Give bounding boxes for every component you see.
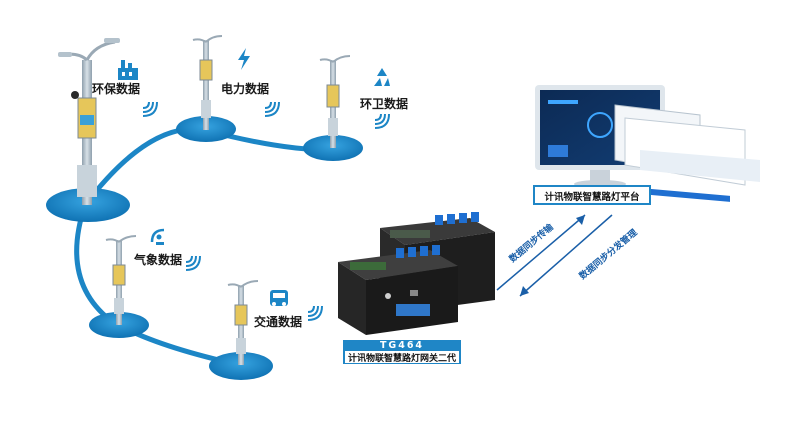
disc-traffic xyxy=(209,352,273,380)
gateway-model: TG464 xyxy=(379,340,425,351)
network-arc-left xyxy=(74,204,241,368)
label-environment: 环保数据 xyxy=(92,82,141,96)
label-weather: 气象数据 xyxy=(134,253,183,267)
upstream-arrow xyxy=(496,214,586,291)
label-traffic: 交通数据 xyxy=(254,315,303,329)
recycle-icon xyxy=(374,68,390,86)
gateway-caption-inner xyxy=(345,351,459,363)
signal-icon xyxy=(185,255,201,271)
signal-icon xyxy=(142,101,158,117)
signal-icon xyxy=(307,305,323,321)
downstream-arrow xyxy=(519,214,613,297)
label-power: 电力数据 xyxy=(221,82,270,96)
platform-name: 计讯物联智慧路灯平台 xyxy=(544,192,640,203)
platform-caption-inner xyxy=(535,187,649,203)
pole-power xyxy=(192,35,223,130)
label-sanitation: 环卫数据 xyxy=(360,97,409,111)
lightning-icon xyxy=(238,48,250,70)
platform-panels xyxy=(614,104,760,202)
factory-icon xyxy=(118,60,138,80)
pole-weather xyxy=(105,235,137,325)
pole-environment xyxy=(58,38,120,205)
signal-icon xyxy=(264,101,280,117)
pole-traffic xyxy=(227,280,259,365)
gateway-name: 计讯物联智慧路灯网关二代 xyxy=(347,354,456,364)
signal-icon xyxy=(374,113,390,129)
satellite-dish-icon xyxy=(150,228,165,245)
pole-sanitation xyxy=(319,55,351,148)
gateway-device-front xyxy=(338,245,458,335)
bus-icon xyxy=(270,290,288,306)
